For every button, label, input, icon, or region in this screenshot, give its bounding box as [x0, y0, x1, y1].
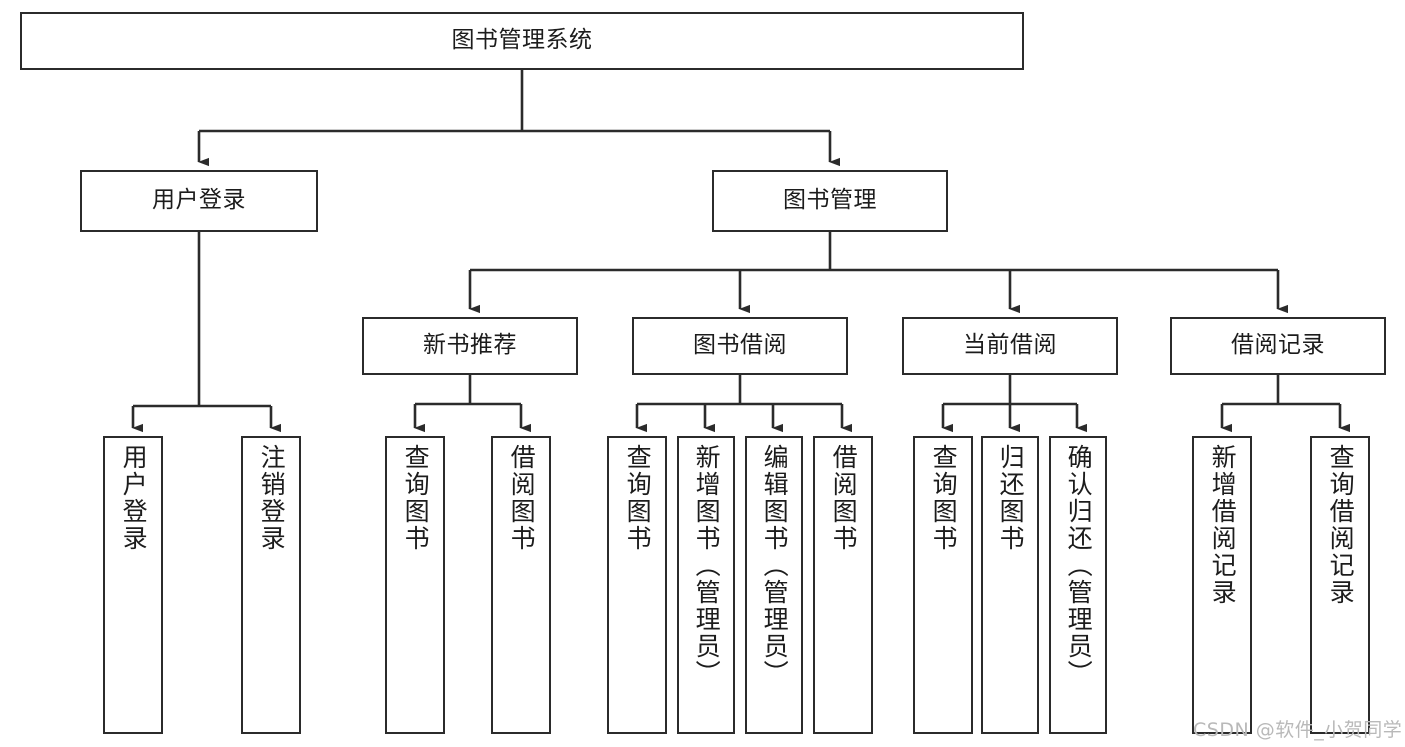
node-current-borrow[interactable]: 当前借阅	[902, 317, 1118, 375]
node-label: 查询图书	[929, 444, 959, 552]
node-label: 图书管理	[783, 187, 877, 214]
leaf-query-borrow-record[interactable]: 查询借阅记录	[1310, 436, 1370, 734]
node-label: 新增借阅记录	[1208, 444, 1238, 606]
leaf-query-book-borrow[interactable]: 查询图书	[607, 436, 667, 734]
leaf-return-book[interactable]: 归还图书	[981, 436, 1039, 734]
node-label: 借阅图书	[507, 444, 537, 552]
node-label: 用户登录	[152, 187, 246, 214]
leaf-user-login[interactable]: 用户登录	[103, 436, 163, 734]
leaf-query-book-current[interactable]: 查询图书	[913, 436, 973, 734]
node-label: 注销登录	[257, 444, 287, 552]
node-label: 借阅图书	[829, 444, 859, 552]
node-root-system[interactable]: 图书管理系统	[20, 12, 1024, 70]
node-label: 查询借阅记录	[1326, 444, 1356, 606]
node-book-management[interactable]: 图书管理	[712, 170, 948, 232]
node-new-book-recommend[interactable]: 新书推荐	[362, 317, 578, 375]
node-label: 用户登录	[119, 444, 149, 552]
node-label: 查询图书	[401, 444, 431, 552]
node-book-borrow[interactable]: 图书借阅	[632, 317, 848, 375]
leaf-user-logout[interactable]: 注销登录	[241, 436, 301, 734]
node-user-login[interactable]: 用户登录	[80, 170, 318, 232]
node-label: 借阅记录	[1231, 332, 1325, 359]
csdn-watermark: CSDN @软件_小贺同学	[1193, 719, 1403, 741]
node-label: 新增图书（管理员）	[692, 444, 722, 687]
leaf-add-book-admin[interactable]: 新增图书（管理员）	[677, 436, 735, 734]
node-label: 归还图书	[996, 444, 1026, 552]
leaf-query-book-recommend[interactable]: 查询图书	[385, 436, 445, 734]
node-label: 编辑图书（管理员）	[760, 444, 790, 687]
node-label: 图书借阅	[693, 332, 787, 359]
leaf-borrow-book-recommend[interactable]: 借阅图书	[491, 436, 551, 734]
leaf-confirm-return-admin[interactable]: 确认归还（管理员）	[1049, 436, 1107, 734]
node-label: 确认归还（管理员）	[1064, 444, 1094, 687]
node-borrow-records[interactable]: 借阅记录	[1170, 317, 1386, 375]
node-label: 查询图书	[623, 444, 653, 552]
leaf-add-borrow-record[interactable]: 新增借阅记录	[1192, 436, 1252, 734]
node-label: 图书管理系统	[451, 27, 593, 54]
node-label: 新书推荐	[423, 332, 517, 359]
leaf-borrow-book[interactable]: 借阅图书	[813, 436, 873, 734]
leaf-edit-book-admin[interactable]: 编辑图书（管理员）	[745, 436, 803, 734]
node-label: 当前借阅	[963, 332, 1057, 359]
